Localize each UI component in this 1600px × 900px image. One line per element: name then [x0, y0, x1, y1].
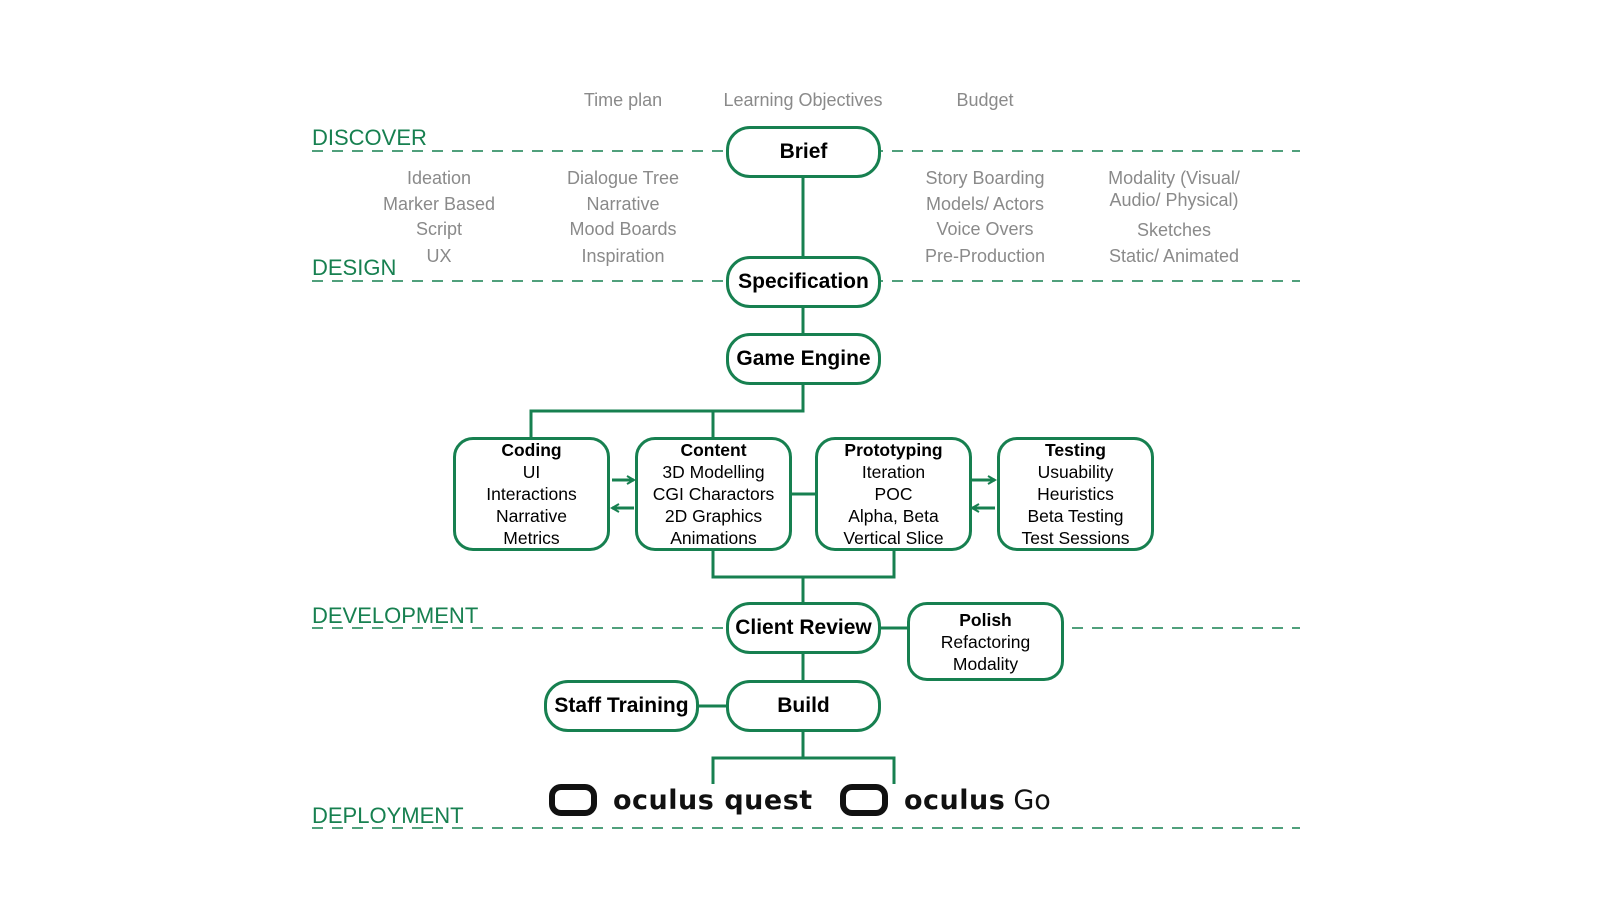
card-testing-item: Heuristics [1037, 484, 1114, 504]
stage-discover: DISCOVER [312, 125, 427, 150]
stage-deployment: DEPLOYMENT [312, 803, 464, 828]
card-coding-item: Metrics [503, 528, 560, 548]
build-split [711, 756, 896, 784]
note-marker-based: Marker Based [382, 194, 496, 214]
card-coding-title: Coding [501, 440, 562, 460]
card-content: Content 3D Modelling CGI Charactors 2D G… [635, 437, 792, 551]
card-coding-item: Interactions [486, 484, 577, 504]
card-content-item: CGI Charactors [652, 484, 775, 504]
node-game-engine-label: Game Engine [736, 347, 871, 370]
card-polish-item: Modality [952, 653, 1019, 674]
card-testing-item: Usuability [1037, 462, 1114, 482]
note-dialogue-tree: Dialogue Tree [566, 168, 680, 188]
stage-development: DEVELOPMENT [312, 603, 479, 628]
oculus-quest-brand: oculus [613, 784, 715, 816]
card-prototyping-title: Prototyping [844, 440, 943, 460]
card-testing-title: Testing [1045, 440, 1106, 460]
card-testing-item: Beta Testing [1027, 506, 1124, 526]
node-brief-label: Brief [779, 140, 828, 163]
merge-to-review [711, 550, 896, 579]
card-content-title: Content [680, 440, 747, 460]
card-polish-item: Refactoring [940, 631, 1031, 652]
card-content-item: 2D Graphics [664, 506, 763, 526]
note-budget: Budget [956, 90, 1014, 110]
oculus-quest-logo: oculus quest [549, 784, 813, 816]
note-ideation: Ideation [406, 168, 472, 188]
card-testing: Testing Usuability Heuristics Beta Testi… [997, 437, 1154, 551]
note-sketches: Sketches [1136, 220, 1212, 240]
note-modality-visual: Modality (Visual/ [1108, 168, 1240, 188]
note-inspiration: Inspiration [581, 246, 665, 266]
note-story-boarding: Story Boarding [925, 168, 1045, 188]
note-audio-physical: Audio/ Physical) [1109, 190, 1239, 210]
oculus-go-brand: oculus [904, 784, 1006, 816]
card-content-item: 3D Modelling [662, 462, 765, 482]
node-specification-label: Specification [738, 270, 869, 293]
node-staff-training-label: Staff Training [554, 694, 689, 717]
note-voice-overs: Voice Overs [936, 219, 1034, 239]
oculus-quest-model: quest [724, 784, 813, 816]
note-static-animated: Static/ Animated [1108, 246, 1240, 266]
note-ux: UX [426, 246, 452, 266]
card-polish-title: Polish [959, 609, 1012, 630]
node-client-review-label: Client Review [735, 616, 872, 639]
node-staff-training: Staff Training [544, 680, 699, 732]
node-client-review: Client Review [726, 602, 881, 654]
note-learning-objectives: Learning Objectives [723, 90, 883, 110]
card-content-item: Animations [670, 528, 757, 548]
note-mood-boards: Mood Boards [569, 219, 677, 239]
card-prototyping: Prototyping Iteration POC Alpha, Beta Ve… [815, 437, 972, 551]
card-coding-item: UI [522, 462, 541, 482]
note-script: Script [415, 219, 462, 239]
oculus-ring-icon [549, 784, 597, 816]
note-pre-production: Pre-Production [924, 246, 1046, 266]
engine-split [529, 384, 805, 438]
stage-design: DESIGN [312, 255, 397, 280]
node-build: Build [726, 680, 881, 732]
card-prototyping-item: Vertical Slice [843, 528, 944, 548]
card-polish: Polish Refactoring Modality [907, 602, 1064, 681]
oculus-ring-icon [840, 784, 888, 816]
node-build-label: Build [777, 694, 830, 717]
card-coding: Coding UI Interactions Narrative Metrics [453, 437, 610, 551]
oculus-go-model: Go [1013, 784, 1051, 816]
card-prototyping-item: Alpha, Beta [848, 506, 939, 526]
oculus-go-logo: oculus Go [840, 784, 1051, 816]
node-game-engine: Game Engine [726, 333, 881, 385]
note-models-actors: Models/ Actors [925, 194, 1045, 214]
card-coding-item: Narrative [496, 506, 567, 526]
node-brief: Brief [726, 126, 881, 178]
card-testing-item: Test Sessions [1021, 528, 1130, 548]
node-specification: Specification [726, 256, 881, 308]
note-time-plan: Time plan [583, 90, 663, 110]
card-prototyping-item: POC [874, 484, 913, 504]
card-prototyping-item: Iteration [861, 462, 926, 482]
note-narrative: Narrative [586, 194, 660, 214]
